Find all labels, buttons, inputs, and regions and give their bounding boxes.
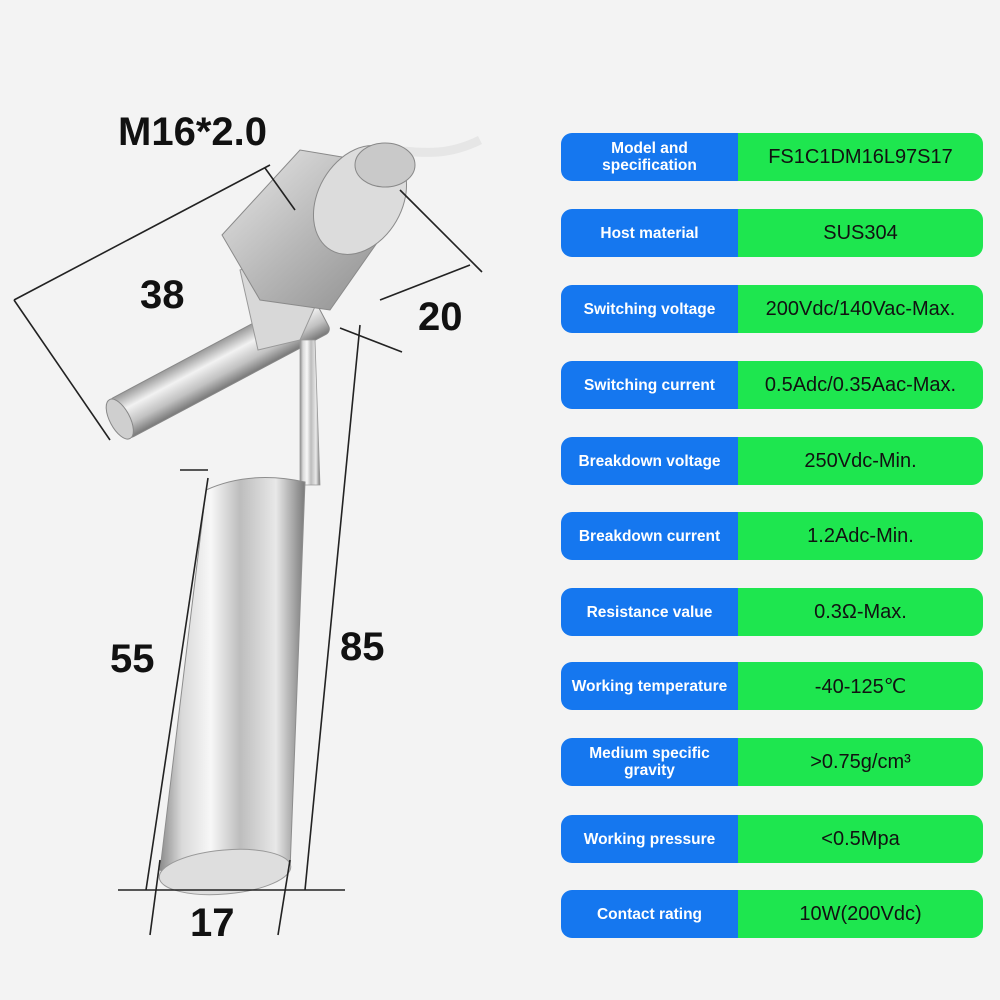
spec-row-gravity: Medium specific gravity >0.75g/cm³ <box>561 738 983 786</box>
spec-value: 10W(200Vdc) <box>738 890 983 938</box>
spec-label: Host material <box>561 209 738 257</box>
spec-row-switching-voltage: Switching voltage 200Vdc/140Vac-Max. <box>561 285 983 333</box>
dimension-lines <box>13 164 483 936</box>
spec-label: Breakdown voltage <box>561 437 738 485</box>
spec-value: 250Vdc-Min. <box>738 437 983 485</box>
float-diameter-label: 17 <box>190 901 235 945</box>
spec-value: SUS304 <box>738 209 983 257</box>
spec-row-resistance: Resistance value 0.3Ω-Max. <box>561 588 983 636</box>
spec-label: Medium specific gravity <box>561 738 738 786</box>
spec-label: Breakdown current <box>561 512 738 560</box>
spec-value: 0.5Adc/0.35Aac-Max. <box>738 361 983 409</box>
spec-value: <0.5Mpa <box>738 815 983 863</box>
spec-value: >0.75g/cm³ <box>738 738 983 786</box>
nut-width-label: 20 <box>418 295 463 339</box>
spec-table: Model and specification FS1C1DM16L97S17 … <box>561 0 983 1000</box>
thread-size-label: M16*2.0 <box>118 110 267 154</box>
spec-value: FS1C1DM16L97S17 <box>738 133 983 181</box>
spec-row-switching-current: Switching current 0.5Adc/0.35Aac-Max. <box>561 361 983 409</box>
spec-row-temperature: Working temperature -40-125℃ <box>561 662 983 710</box>
float-switch-illustration: M16*2.0 38 20 55 85 17 <box>13 110 483 945</box>
float-stem <box>299 339 321 486</box>
spec-label: Resistance value <box>561 588 738 636</box>
spec-label: Model and specification <box>561 133 738 181</box>
spec-row-contact-rating: Contact rating 10W(200Vdc) <box>561 890 983 938</box>
spec-row-material: Host material SUS304 <box>561 209 983 257</box>
spec-value: 1.2Adc-Min. <box>738 512 983 560</box>
spec-row-breakdown-voltage: Breakdown voltage 250Vdc-Min. <box>561 437 983 485</box>
spec-label: Working pressure <box>561 815 738 863</box>
spec-label: Switching voltage <box>561 285 738 333</box>
float-cylinder <box>158 477 306 896</box>
mounting-nut <box>221 142 416 311</box>
spec-row-model: Model and specification FS1C1DM16L97S17 <box>561 133 983 181</box>
spec-value: 200Vdc/140Vac-Max. <box>738 285 983 333</box>
spec-row-pressure: Working pressure <0.5Mpa <box>561 815 983 863</box>
spec-value: 0.3Ω-Max. <box>738 588 983 636</box>
arm-length-label: 38 <box>140 273 185 317</box>
spec-row-breakdown-current: Breakdown current 1.2Adc-Min. <box>561 512 983 560</box>
spec-label: Switching current <box>561 361 738 409</box>
spec-label: Working temperature <box>561 662 738 710</box>
spec-value: -40-125℃ <box>738 662 983 710</box>
spec-label: Contact rating <box>561 890 738 938</box>
float-length-label: 55 <box>110 637 155 681</box>
total-length-label: 85 <box>340 625 385 669</box>
